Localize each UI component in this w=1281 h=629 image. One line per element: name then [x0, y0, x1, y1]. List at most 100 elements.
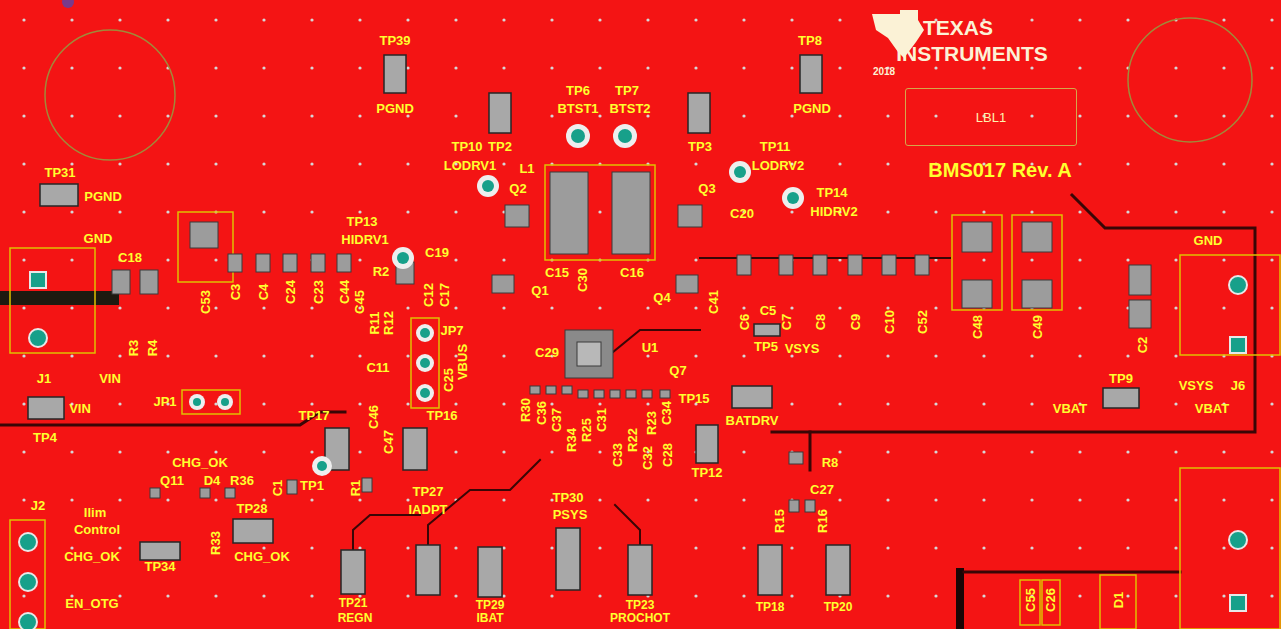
silkscreen-label: C15	[545, 266, 569, 279]
component-pad	[848, 255, 862, 275]
silkscreen-label: C17	[438, 283, 451, 307]
silkscreen-label: TP5	[754, 340, 778, 353]
silkscreen-label: C16	[620, 266, 644, 279]
test-point-ring	[397, 252, 409, 264]
connector-pad	[1230, 337, 1246, 353]
component-pad	[150, 488, 160, 498]
test-point-pad	[416, 545, 440, 595]
silkscreen-label: R12	[382, 311, 395, 335]
connector-pad	[19, 613, 37, 629]
test-point-ring	[729, 161, 751, 183]
silkscreen-label: Control	[74, 523, 120, 536]
connector-outline	[545, 165, 655, 260]
silkscreen-label: TP1	[300, 479, 324, 492]
component-pad	[287, 480, 297, 494]
connector-outline	[1042, 580, 1060, 625]
component-pad	[676, 275, 698, 293]
silkscreen-label: U1	[642, 341, 659, 354]
silkscreen-label: C9	[849, 314, 862, 331]
mounting-hole	[1128, 18, 1252, 142]
test-point-ring	[317, 461, 327, 471]
silkscreen-label: C1	[271, 480, 284, 497]
test-point-pad	[233, 519, 273, 543]
test-point-ring	[782, 187, 804, 209]
logo-text: TEXAS	[923, 17, 993, 38]
silkscreen-label: C47	[382, 430, 395, 454]
silkscreen-label: C24	[284, 280, 297, 304]
component-pad	[578, 390, 588, 398]
silkscreen-label: PSYS	[553, 508, 588, 521]
silkscreen-label: C31	[595, 408, 608, 432]
silkscreen-label: C2	[1136, 337, 1149, 354]
silkscreen-label: LODRV2	[752, 159, 805, 172]
test-point-ring	[416, 384, 434, 402]
silkscreen-label: TP11	[760, 140, 790, 153]
silkscreen-label: C18	[118, 251, 142, 264]
silkscreen-label: JP1	[153, 395, 176, 408]
component-pad	[530, 386, 540, 394]
component-pad	[225, 488, 235, 498]
component-pad	[1129, 265, 1151, 295]
silkscreen-label: EN_OTG	[65, 597, 118, 610]
test-point-ring	[392, 247, 414, 269]
test-point-ring	[734, 166, 746, 178]
component-pad	[562, 386, 572, 394]
connector-outline	[178, 212, 233, 282]
test-point-pad	[800, 55, 822, 93]
test-point-ring	[477, 175, 499, 197]
silkscreen-label: R1	[349, 480, 362, 497]
component-pad	[1129, 300, 1151, 328]
component-pad	[256, 254, 270, 272]
test-point-pad	[1103, 388, 1139, 408]
silkscreen-label: HIDRV2	[810, 205, 857, 218]
component-pad	[546, 386, 556, 394]
silkscreen-label: PGND	[793, 102, 831, 115]
component-pad	[112, 172, 1151, 512]
component-pad	[882, 255, 896, 275]
silkscreen-label: CHG_OK	[172, 456, 228, 469]
trace	[956, 572, 964, 629]
connector-pad	[30, 272, 46, 288]
component-pad	[311, 254, 325, 272]
component-pad	[283, 254, 297, 272]
connector-outline	[1020, 580, 1040, 625]
silkscreen-label: C48	[971, 315, 984, 339]
silkscreen-label: VSYS	[1179, 379, 1214, 392]
component-pad	[337, 254, 351, 272]
component-pad	[626, 390, 636, 398]
silkscreen-label: C25	[442, 368, 455, 392]
silkscreen-label: R2	[373, 265, 390, 278]
silkscreen-label: TP30	[552, 491, 583, 504]
test-point-ring	[420, 358, 430, 368]
component-pad	[678, 205, 702, 227]
silkscreen-label: C8	[814, 314, 827, 331]
silkscreen-label: C36	[535, 401, 548, 425]
silkscreen-label: TP12	[691, 466, 722, 479]
test-point-ring	[189, 394, 205, 410]
silkscreen-label: Q3	[698, 182, 715, 195]
silkscreen-label: TP9	[1109, 372, 1133, 385]
silkscreen-label: VBAT	[1195, 402, 1229, 415]
connector-pad	[19, 533, 37, 551]
silkscreen-label: C10	[883, 310, 896, 334]
connector-pad	[29, 329, 47, 347]
silkscreen-label: C45	[353, 290, 366, 314]
test-point-ring	[787, 192, 799, 204]
silkscreen-label: R25	[580, 418, 593, 442]
silkscreen-label: C44	[338, 280, 351, 304]
trace	[809, 432, 812, 470]
silkscreen-label: TP15	[678, 392, 709, 405]
component-pad	[962, 280, 992, 308]
silkscreen-label: TP16	[426, 409, 457, 422]
component-pad	[1022, 222, 1052, 252]
trace	[772, 195, 1255, 432]
silkscreen-label: VBAT	[1053, 402, 1087, 415]
test-point-ring	[420, 328, 430, 338]
test-point-ring	[618, 129, 632, 143]
silkscreen-label: REGN	[338, 612, 373, 624]
silkscreen-label: C6	[738, 314, 751, 331]
silkscreen-label: J6	[1231, 379, 1245, 392]
connector-pad	[1229, 531, 1247, 549]
test-point-pad	[688, 93, 710, 133]
test-point-ring	[312, 456, 332, 476]
